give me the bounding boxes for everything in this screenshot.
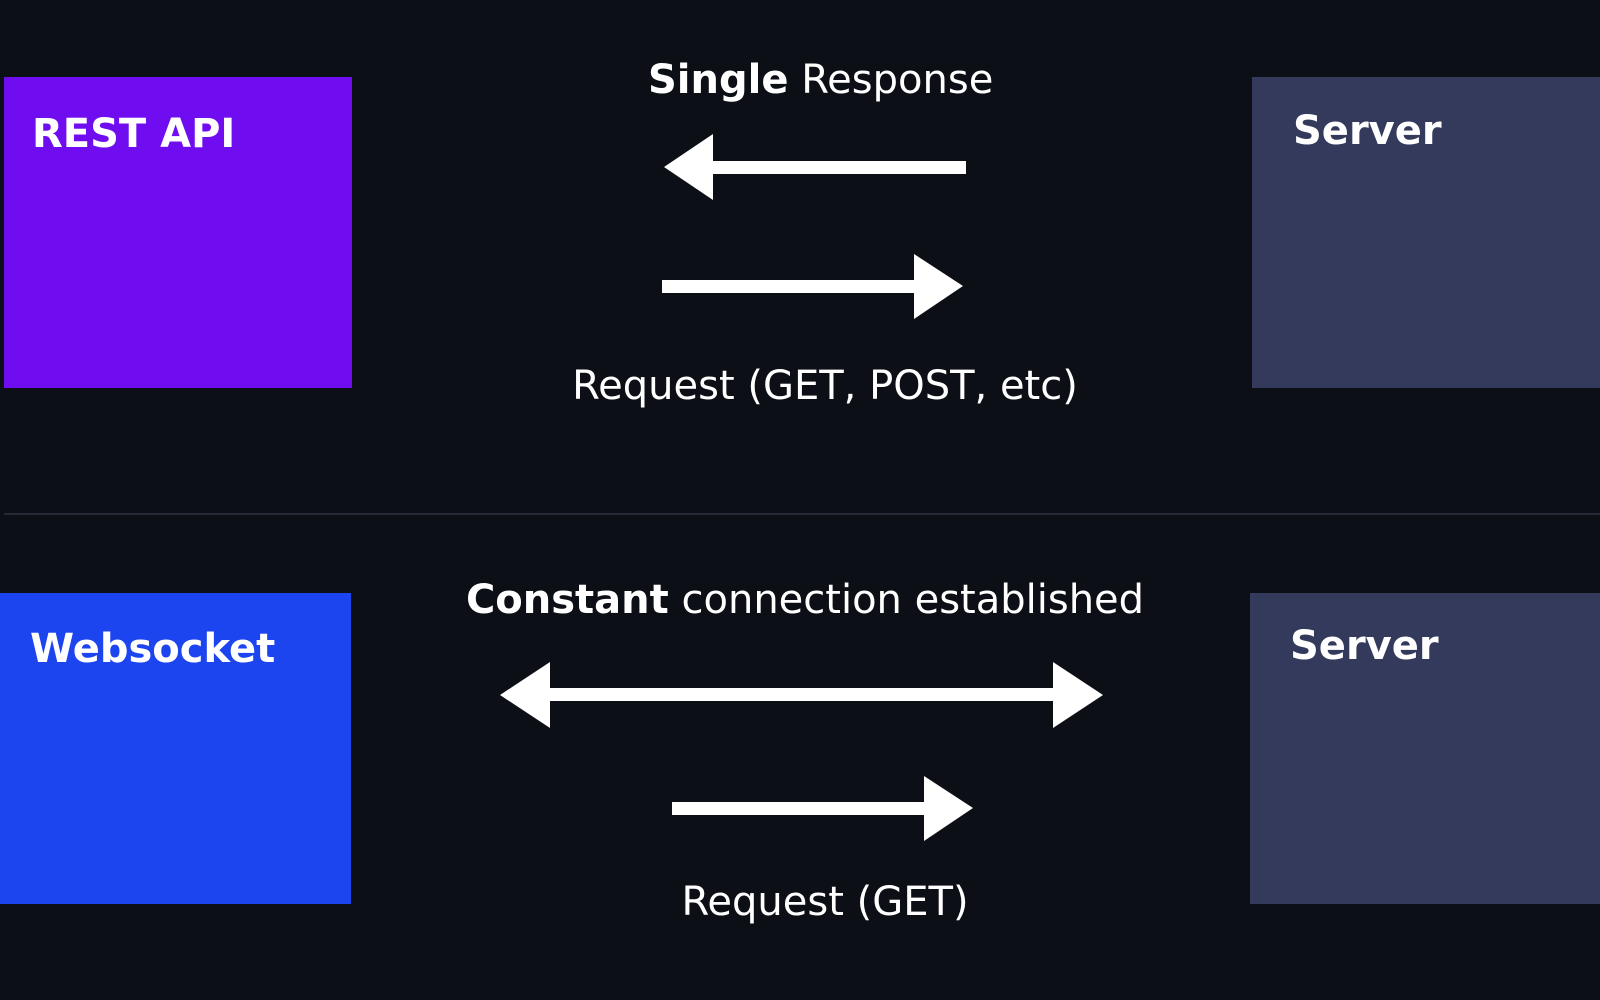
request-arrow-right-top: [662, 254, 963, 319]
rest-api-title: REST API: [32, 111, 236, 157]
single-response-label: Single Response: [648, 57, 993, 103]
server-title-bottom: Server: [1290, 623, 1439, 669]
request-arrow-right-bottom: [672, 776, 973, 841]
constant-connection-rest: connection established: [681, 577, 1145, 623]
single-response-rest: Response: [801, 57, 994, 103]
section-divider: [4, 513, 1600, 515]
server-box-bottom: Server: [1250, 593, 1600, 904]
server-box-top: Server: [1252, 77, 1600, 388]
bidirectional-arrow: [500, 662, 1103, 728]
constant-connection-strong: Constant: [465, 577, 669, 623]
single-response-strong: Single: [648, 57, 789, 103]
request-label-top: Request (GET, POST, etc): [572, 363, 1078, 409]
websocket-title: Websocket: [30, 626, 276, 672]
response-arrow-left: [664, 134, 966, 200]
websocket-box: Websocket: [0, 593, 351, 904]
request-label-bottom: Request (GET): [681, 879, 969, 925]
constant-connection-label: Constant connection established: [460, 580, 1150, 620]
rest-api-box: REST API: [4, 77, 352, 388]
server-title-top: Server: [1293, 108, 1442, 154]
